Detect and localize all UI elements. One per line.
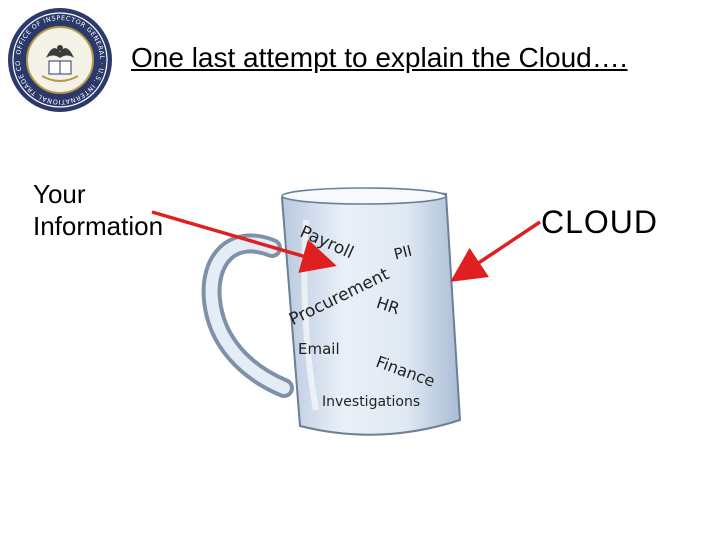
- oig-seal-logo: OFFICE OF INSPECTOR GENERAL · U.S. INTER…: [6, 6, 112, 112]
- information-arrow: [151, 210, 337, 273]
- your-information-line-1: Your: [33, 179, 86, 209]
- your-information-line-2: Information: [33, 211, 164, 241]
- mug-word-email: Email: [298, 340, 340, 358]
- your-information-label: Your Information: [33, 178, 163, 242]
- cloud-arrow: [450, 220, 541, 282]
- slide-title: One last attempt to explain the Cloud….: [131, 42, 628, 73]
- cloud-label: CLOUD: [541, 204, 659, 240]
- mug-word-investigations: Investigations: [322, 394, 421, 410]
